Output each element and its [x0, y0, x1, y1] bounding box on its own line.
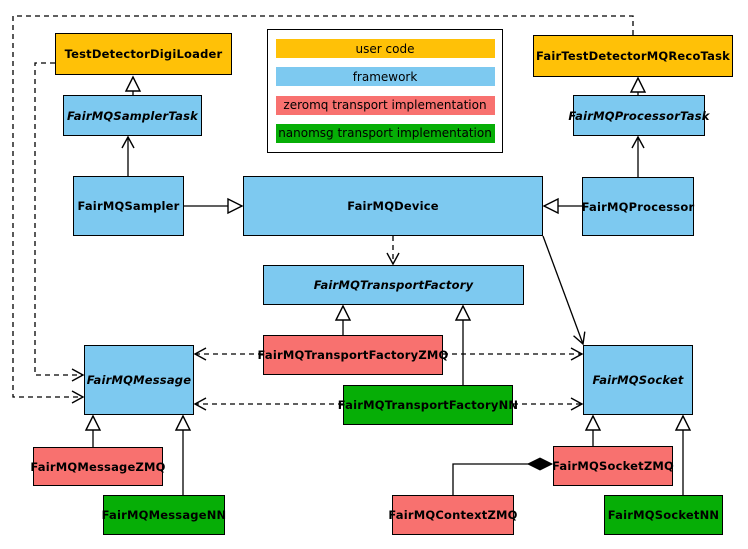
legend-item-user-code: user code [275, 39, 495, 59]
class-box-fair-mqsampler: FairMQSampler [73, 176, 184, 236]
class-box-fair-mqtransport-factory-nn: FairMQTransportFactoryNN [338, 385, 518, 425]
edge-composition-fair-mqcontext-zmq-to-fair-mqsocket-zmq [452, 457, 554, 495]
class-box-fair-mqmessage: FairMQMessage [84, 345, 194, 415]
legend-item-zeromq-transport-implementation: zeromq transport implementation [275, 95, 495, 115]
class-box-test-detector-digi-loader: TestDetectorDigiLoader [55, 33, 232, 75]
class-box-fair-mqtransport-factory-zmq: FairMQTransportFactoryZMQ [258, 335, 448, 375]
class-box-fair-mqmessage-nn: FairMQMessageNN [102, 495, 226, 535]
legend-box: user code framework zeromq transport imple… [267, 29, 503, 153]
class-box-fair-mqprocessor: FairMQProcessor [582, 177, 694, 236]
class-box-fair-mqsampler-task: FairMQSamplerTask [63, 95, 202, 136]
legend-item-nanomsg-transport-implementation: nanomsg transport implementation [275, 123, 495, 143]
class-box-fair-mqsocket-zmq: FairMQSocketZMQ [552, 446, 674, 486]
class-box-fair-mqdevice: FairMQDevice [243, 176, 543, 236]
class-box-fair-test-detector-mqreco-task: FairTestDetectorMQRecoTask [533, 35, 733, 77]
class-box-fair-mqsocket: FairMQSocket [583, 345, 693, 415]
class-box-fair-mqmessage-zmq: FairMQMessageZMQ [30, 447, 165, 486]
class-box-fair-mqtransport-factory: FairMQTransportFactory [263, 265, 524, 305]
edge-association-fair-mqdevice-to-fair-mqsocket [542, 235, 586, 346]
legend-item-framework: framework [275, 67, 495, 87]
class-box-fair-mqcontext-zmq: FairMQContextZMQ [388, 495, 517, 535]
class-box-fair-mqprocessor-task: FairMQProcessorTask [568, 95, 709, 136]
class-box-fair-mqsocket-nn: FairMQSocketNN [604, 495, 723, 535]
